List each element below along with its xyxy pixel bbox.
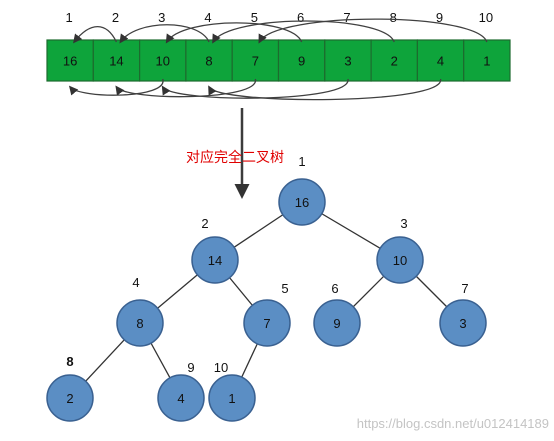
array-index-label: 7	[343, 10, 350, 25]
tree-node-index: 3	[400, 216, 407, 231]
array-index-label: 4	[204, 10, 211, 25]
parent-child-arrow	[115, 78, 257, 98]
tree-node-index: 6	[331, 281, 338, 296]
tree-node-value: 9	[333, 316, 340, 331]
tree-node-value: 4	[177, 391, 184, 406]
tree-node	[46, 374, 94, 422]
array-index-label: 8	[390, 10, 397, 25]
parent-child-arrow	[208, 78, 442, 101]
array-cell	[463, 39, 511, 82]
array-cell-value: 16	[63, 54, 77, 69]
tree-node-index: 10	[214, 360, 228, 375]
array-index-label: 2	[112, 10, 119, 25]
array-index-label: 1	[66, 10, 73, 25]
tree-node-value: 14	[208, 253, 222, 268]
array-cell	[46, 39, 94, 82]
tree-node-index: 2	[201, 216, 208, 231]
tree-node-value: 1	[228, 391, 235, 406]
tree-node	[376, 236, 424, 284]
array-index-label: 9	[436, 10, 443, 25]
tree-node-value: 10	[393, 253, 407, 268]
array-cell-value: 10	[156, 54, 170, 69]
tree-node-index: 5	[281, 281, 288, 296]
tree-node	[313, 299, 361, 347]
tree-node-value: 7	[263, 316, 270, 331]
tree-node-index: 9	[187, 360, 194, 375]
tree-node	[157, 374, 205, 422]
tree-node	[116, 299, 164, 347]
parent-child-arrow	[119, 24, 210, 44]
parent-child-arrows	[68, 18, 488, 101]
parent-child-arrow	[73, 26, 118, 44]
array-cell-value: 2	[391, 54, 398, 69]
array-cell-value: 1	[483, 54, 490, 69]
parent-child-arrow	[212, 20, 395, 44]
tree-nodes: 16 1 14 2 10 3 8 4 7 5 9 6 3 7 2 8 4 9 1 10	[46, 154, 487, 422]
tree-node-index: 7	[461, 281, 468, 296]
tree-node-index: 8	[66, 354, 73, 369]
array-strip: 16 1 14 2 10 3 8 4 7 5 9 6 3 7 2 8 4 9 1 10	[46, 10, 511, 82]
array-index-label: 5	[251, 10, 258, 25]
parent-child-arrow	[165, 22, 303, 44]
array-cell	[277, 39, 326, 82]
tree-node	[278, 178, 326, 226]
array-cell-value: 8	[205, 54, 212, 69]
watermark: https://blog.csdn.net/u012414189	[357, 416, 549, 431]
array-cell	[92, 39, 141, 82]
array-index-label: 6	[297, 10, 304, 25]
array-cell-value: 4	[437, 54, 444, 69]
array-cell-value: 9	[298, 54, 305, 69]
array-cell-value: 3	[344, 54, 351, 69]
array-index-label: 3	[158, 10, 165, 25]
tree-node-index: 1	[298, 154, 305, 169]
array-index-label: 10	[479, 10, 493, 25]
tree-node-value: 8	[136, 316, 143, 331]
array-cell	[370, 39, 419, 82]
tree-node	[191, 236, 239, 284]
tree-node-index: 4	[132, 275, 139, 290]
tree-node-value: 16	[295, 195, 309, 210]
caption-label: 对应完全二叉树	[186, 149, 284, 166]
tree-node-value: 3	[459, 316, 466, 331]
tree-node	[439, 299, 487, 347]
tree-node-value: 2	[66, 391, 73, 406]
array-cell-value: 7	[252, 54, 259, 69]
array-cell-value: 14	[109, 54, 123, 69]
tree-node	[208, 374, 256, 422]
tree-node	[243, 299, 291, 347]
parent-child-arrow	[258, 18, 488, 44]
